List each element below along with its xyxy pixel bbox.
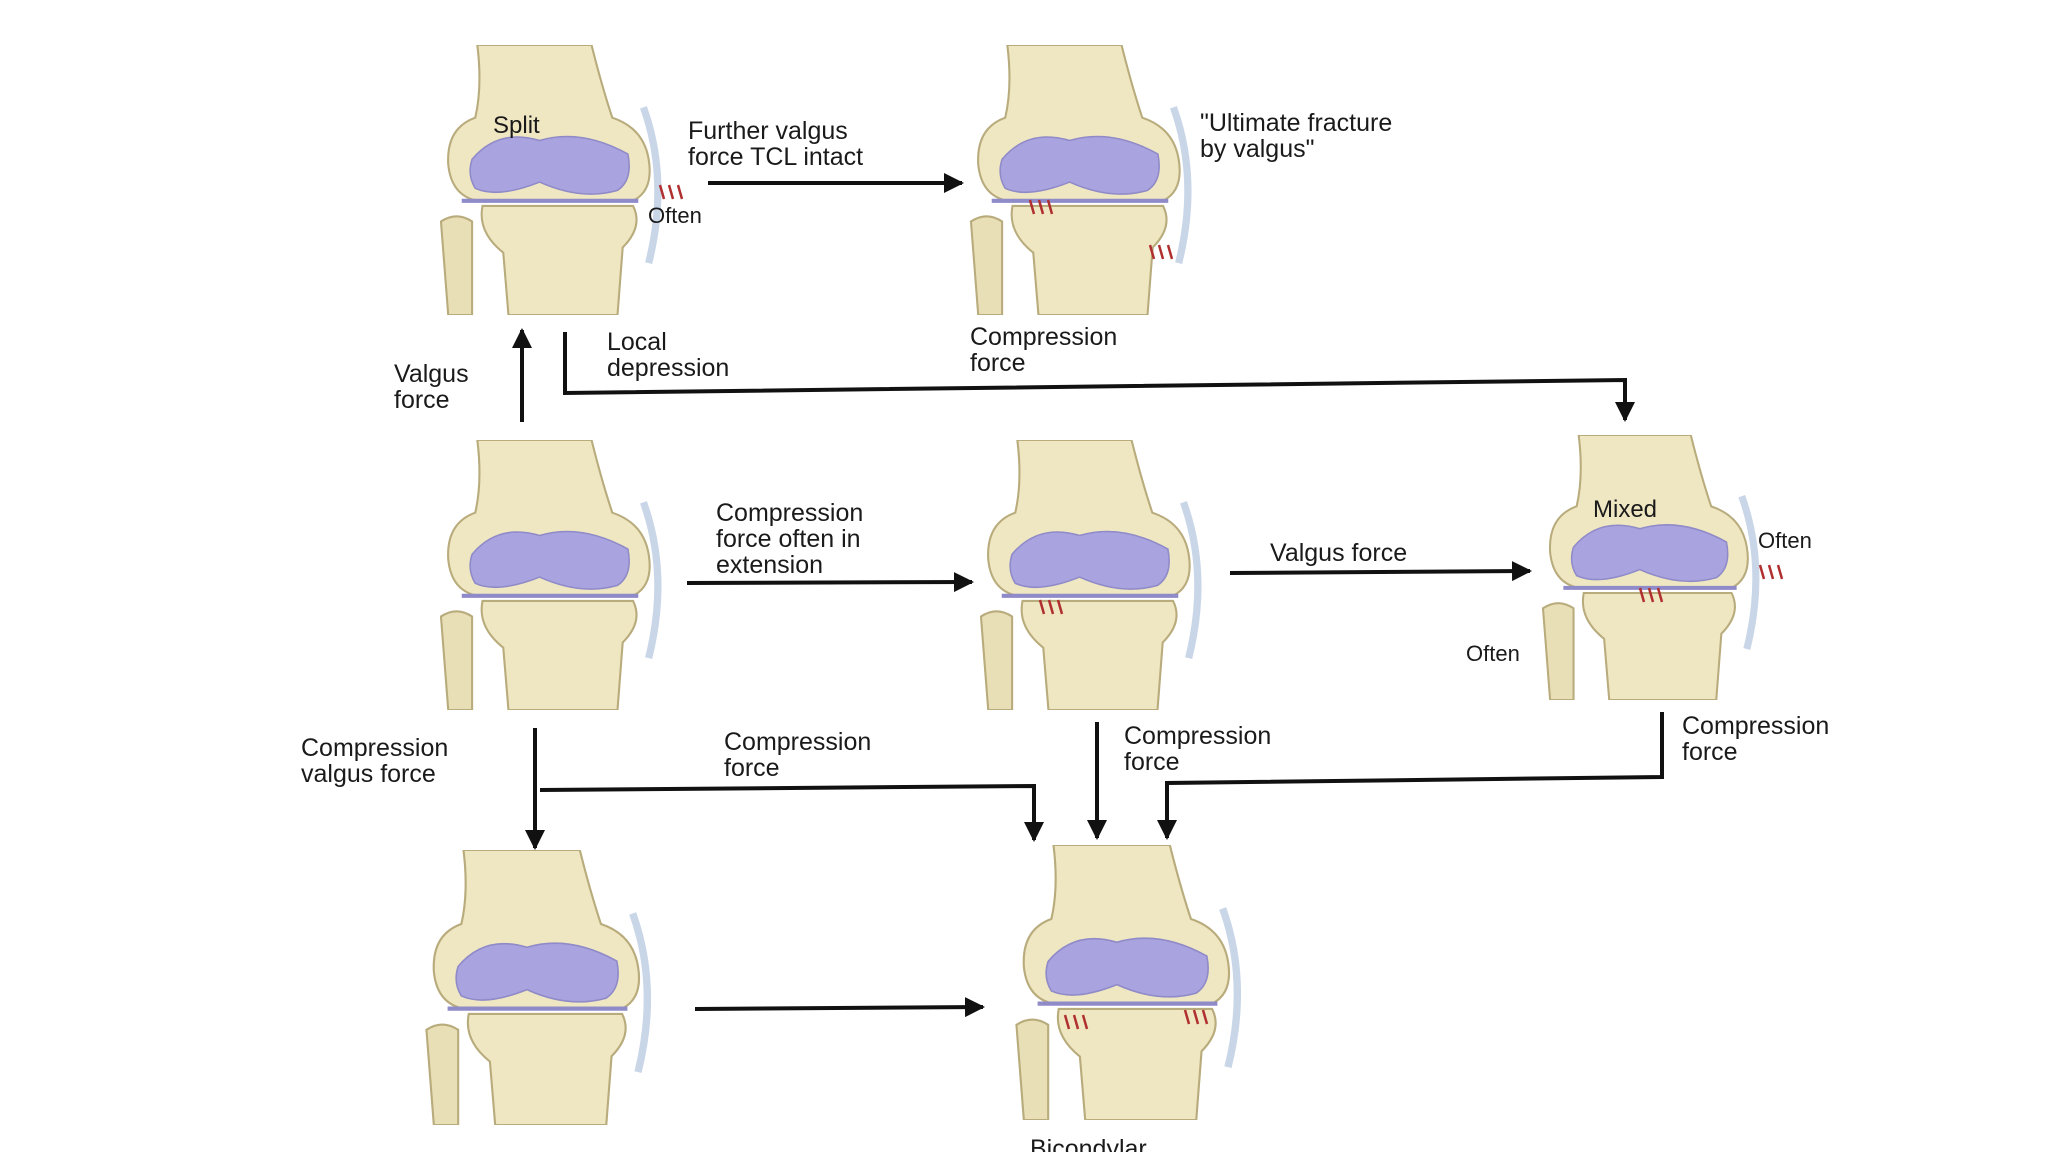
compression-force-mid-label: Compression force bbox=[1124, 722, 1272, 776]
split-label: Split bbox=[493, 112, 540, 139]
further-valgus-label: Further valgus force TCL intact bbox=[688, 117, 864, 171]
knee-illustration-local bbox=[981, 440, 1198, 710]
local-depression-label: Local depression bbox=[607, 328, 730, 382]
bicondylar-caption: Bicondylar bbox=[1030, 1136, 1147, 1152]
mixed-label: Mixed bbox=[1593, 496, 1658, 523]
often-label-mixed-left: Often bbox=[1466, 641, 1520, 666]
ultimate-tcl-crack-marks bbox=[1148, 244, 1174, 260]
often-label-split: Often bbox=[648, 203, 702, 228]
compression-force-left-label: Compression force bbox=[724, 728, 872, 782]
ultimate-fracture-label: "Ultimate fracture by valgus" bbox=[1200, 109, 1393, 163]
compression-right-arrow bbox=[1157, 712, 1664, 840]
bicondylar-crack-left-marks bbox=[1063, 1014, 1089, 1030]
knee-illustration-base bbox=[441, 440, 658, 710]
knee-illustration-mixed bbox=[1543, 435, 1756, 700]
compression-valgus-label: Compression valgus force bbox=[301, 734, 449, 788]
compression-extension-arrow bbox=[686, 572, 974, 593]
knee-illustration-ultimate bbox=[971, 45, 1188, 315]
compression-force-right-label: Compression force bbox=[1682, 712, 1830, 766]
local-crack-marks bbox=[1038, 599, 1064, 615]
split-tcl-crack-marks bbox=[658, 184, 684, 200]
bicondylar-crack-right-marks bbox=[1183, 1009, 1209, 1025]
knee-illustration-bicondylar bbox=[1016, 845, 1237, 1120]
compression-extension-label: Compression force often in extension bbox=[716, 499, 864, 579]
mixed-crack-marks bbox=[1638, 587, 1664, 603]
valgus-force-label: Valgus force bbox=[1270, 539, 1408, 567]
knee-illustration-depression bbox=[426, 850, 647, 1125]
depression-to-bicondylar-arrow bbox=[694, 997, 985, 1018]
local-depression-arrow bbox=[563, 332, 1635, 422]
mixed-tcl-crack-marks bbox=[1758, 564, 1784, 580]
often-label-mixed-right: Often bbox=[1758, 528, 1812, 553]
knee-illustration-split bbox=[441, 45, 658, 315]
compression-force-top-label: Compression force bbox=[970, 323, 1118, 377]
valgus-force-arrow bbox=[1229, 561, 1532, 582]
valgus-force-vertical-label: Valgus force bbox=[394, 360, 469, 414]
ultimate-crack-marks bbox=[1028, 199, 1054, 215]
compression-left-arrow bbox=[539, 783, 1044, 842]
